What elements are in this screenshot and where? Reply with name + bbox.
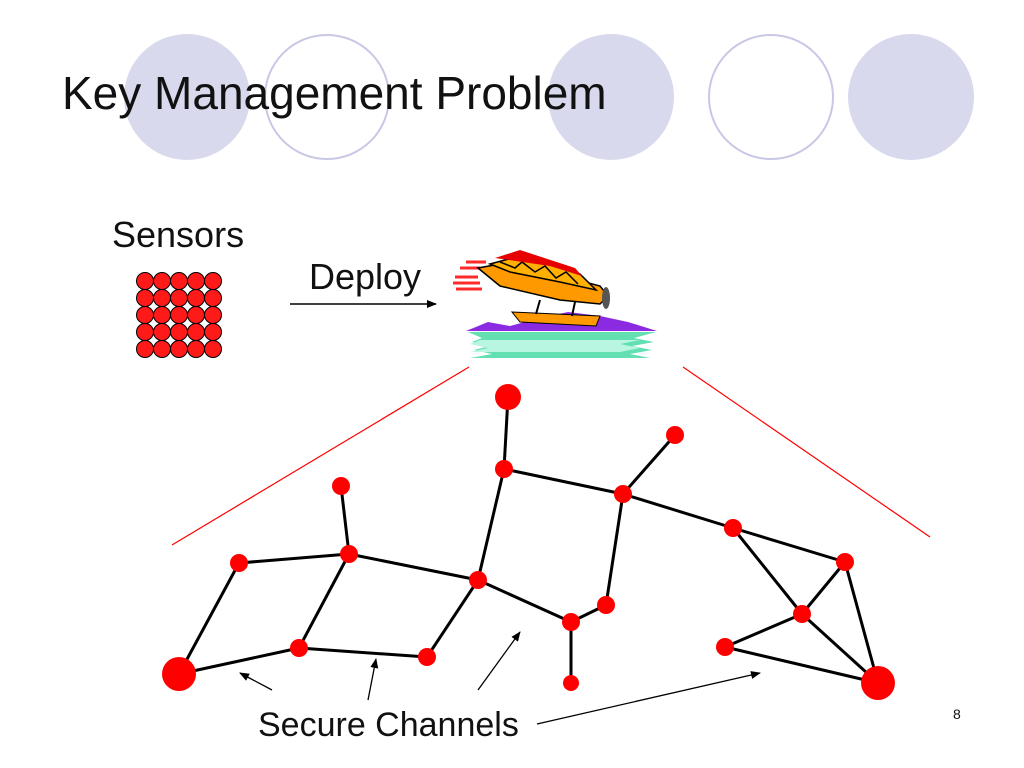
network-node (469, 571, 487, 589)
sensor-dot (170, 289, 188, 307)
network-link (298, 646, 428, 659)
sensor-dot (204, 289, 222, 307)
network-node (614, 485, 632, 503)
header-circle-outline (264, 34, 390, 160)
channel-arrow (536, 671, 761, 725)
sensor-grid (136, 272, 222, 358)
network-node (666, 426, 684, 444)
network-link (297, 553, 351, 649)
network-link (604, 493, 625, 606)
network-node (724, 519, 742, 537)
sensor-dot (187, 323, 205, 341)
network-link (348, 552, 479, 582)
network-nodes (162, 384, 895, 700)
sensor-dot (204, 340, 222, 358)
network-node (562, 613, 580, 631)
sensor-dot (204, 306, 222, 324)
sensor-dot (170, 306, 188, 324)
network-link (476, 468, 506, 581)
sensor-dot (136, 340, 154, 358)
channel-arrow (239, 672, 273, 691)
deploy-label: Deploy (309, 256, 422, 297)
page-number: 8 (953, 706, 961, 722)
sensor-dot (187, 340, 205, 358)
network-link (425, 579, 480, 658)
sensor-dot (153, 289, 171, 307)
network-link (800, 561, 847, 615)
network-link (724, 612, 803, 649)
sensor-dot (204, 272, 222, 290)
zoom-line-left (171, 366, 470, 546)
network-node (230, 554, 248, 572)
sensor-dot (170, 272, 188, 290)
network-link (178, 646, 300, 676)
sensor-dot (170, 340, 188, 358)
sensor-dot (153, 323, 171, 341)
network-node (861, 666, 895, 700)
network-link (238, 552, 350, 565)
pontoon (510, 311, 601, 327)
sensor-dot (136, 323, 154, 341)
network-links (177, 396, 880, 685)
sensor-dot (204, 323, 222, 341)
network-link (843, 561, 880, 684)
network-link (732, 526, 846, 564)
channel-arrow (367, 658, 379, 701)
speed-lines (453, 260, 486, 291)
network-node (836, 553, 854, 571)
wing-top (495, 250, 582, 276)
header-circle-outline (708, 34, 834, 160)
header-circle-filled (124, 34, 250, 160)
network-link (503, 467, 624, 496)
network-node (495, 460, 513, 478)
secure-channels-label: Secure Channels (258, 706, 519, 744)
channel-pointers (239, 631, 761, 725)
slide-title: Key Management Problem (62, 67, 607, 119)
propeller (602, 287, 610, 309)
network-node (716, 638, 734, 656)
network-link (177, 562, 241, 675)
sensor-dot (153, 340, 171, 358)
sensor-dot (187, 289, 205, 307)
network-link (731, 527, 804, 615)
sensor-dot (170, 323, 188, 341)
channel-arrow (477, 631, 521, 691)
sensor-dot (153, 272, 171, 290)
sensor-dot (153, 306, 171, 324)
sensor-dot (136, 272, 154, 290)
sensor-dot (136, 306, 154, 324)
header-circle-filled (548, 34, 674, 160)
sensor-dot (187, 306, 205, 324)
water-waves (468, 332, 656, 358)
network-node (340, 545, 358, 563)
network-link (621, 434, 677, 495)
sensor-dot (187, 272, 205, 290)
network-node (162, 657, 196, 691)
network-node (597, 596, 615, 614)
network-link (724, 645, 879, 685)
header-circle-filled (848, 34, 974, 160)
zoom-line-right (682, 366, 931, 538)
sensor-dot (136, 289, 154, 307)
sensors-label: Sensors (112, 214, 245, 255)
network-node (793, 605, 811, 623)
airplane-icon (453, 250, 657, 358)
network-link (800, 612, 880, 685)
network-node (563, 675, 579, 691)
network-link (477, 578, 572, 624)
network-node (290, 639, 308, 657)
network-link (339, 485, 351, 555)
network-node (495, 384, 521, 410)
network-node (332, 477, 350, 495)
network-node (418, 648, 436, 666)
network-link (622, 492, 734, 530)
